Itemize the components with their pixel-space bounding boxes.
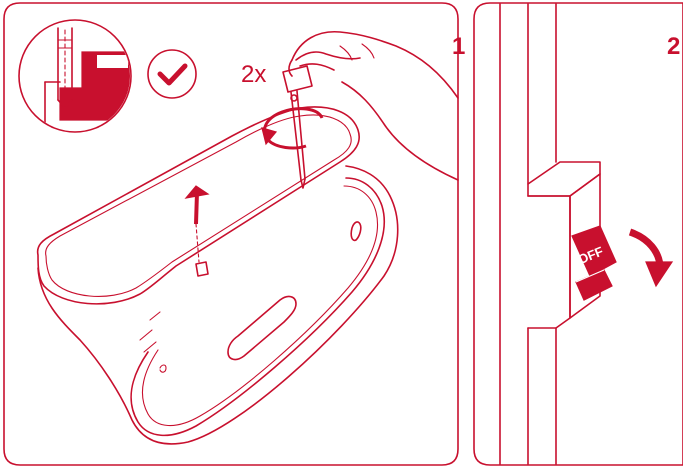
screw-detail-icon: [18, 19, 132, 133]
step-1-panel: 1 2x: [3, 2, 465, 466]
step-1-frame: [3, 2, 459, 466]
device-illustration: [36, 106, 399, 445]
checkmark-icon: [147, 49, 197, 99]
lift-arrow-icon: [184, 185, 210, 263]
screwdriver-icon: [282, 65, 313, 189]
step-1-number: 1: [452, 33, 465, 60]
curved-arrow-icon: [628, 228, 674, 288]
wall-outline: [499, 3, 529, 465]
power-switch-icon: OFF: [527, 3, 617, 465]
step-2-frame: [473, 2, 683, 466]
screw-count-label: 2x: [241, 61, 266, 88]
rotate-arrow-icon: [261, 107, 324, 150]
step-2-number: 2: [667, 33, 680, 60]
hand-illustration: [288, 30, 459, 181]
step-2-panel: 2 OFF: [473, 2, 683, 466]
